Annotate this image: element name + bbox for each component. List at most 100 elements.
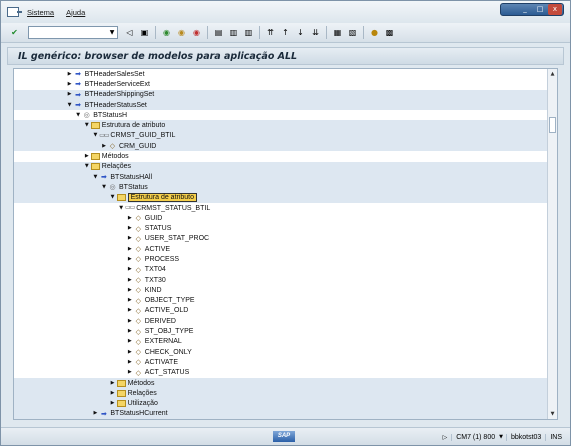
tree-node-label[interactable]: Utilização [127, 400, 158, 408]
status-expand-icon[interactable]: ▷ [442, 433, 448, 441]
tree-node[interactable]: ▼▭▭CRMST_STATUS_BTIL [14, 203, 547, 213]
expand-icon[interactable]: ▶ [127, 328, 132, 335]
expand-icon[interactable]: ▶ [127, 338, 132, 345]
tree-node-label[interactable]: Relações [101, 163, 131, 171]
tree-node-label[interactable]: Estrutura de atributo [101, 122, 166, 130]
maximize-button[interactable]: □ [536, 5, 544, 13]
tree-node[interactable]: ▼ Relações [14, 161, 547, 172]
tree-node-label[interactable]: BTHeaderServiceExt [84, 80, 150, 88]
tree-node[interactable]: ▼➡BTHeaderStatusSet [14, 99, 547, 111]
tree-node[interactable]: ▶ Relações [14, 388, 547, 399]
first-page-icon[interactable]: ⇈ [267, 28, 274, 37]
minimize-button[interactable]: _ [523, 5, 527, 13]
expand-icon[interactable]: ▶ [67, 80, 72, 87]
tree-node[interactable]: ▼◎BTStatus [14, 182, 547, 193]
tree-node[interactable]: ▶◇DERIVED [14, 316, 547, 326]
tree-node[interactable]: ▼▭▭CRMST_GUID_BTIL [14, 130, 547, 142]
expand-icon[interactable]: ▶ [127, 307, 132, 314]
expand-icon[interactable]: ▶ [127, 297, 132, 304]
tree-node[interactable]: ▶Utilização [14, 398, 547, 409]
collapse-icon[interactable]: ▼ [119, 204, 124, 211]
find-next-icon[interactable]: ▥ [244, 28, 253, 37]
system-info[interactable]: CM7 (1) 800 [451, 433, 499, 441]
tree-node[interactable]: ▶◇GUID [14, 213, 547, 223]
enter-check-icon[interactable]: ✔ [11, 28, 18, 37]
menu-item-sistema[interactable]: Sistema [27, 7, 55, 17]
command-field[interactable]: ▼ [28, 26, 118, 39]
expand-icon[interactable]: ▶ [102, 142, 106, 149]
expand-icon[interactable]: ▶ [127, 235, 132, 242]
chevron-down-icon[interactable]: ▼ [109, 29, 115, 36]
scroll-down-icon[interactable]: ▼ [550, 411, 555, 417]
chevron-down-icon[interactable]: ▼ [499, 434, 503, 440]
tree-node[interactable]: ▶◇KIND [14, 285, 547, 295]
tree-node[interactable]: ▶◇OBJECT_TYPE [14, 296, 547, 306]
tree-node-label[interactable]: Relações [127, 389, 157, 397]
tree-node[interactable]: ▼◎BTStatusH [14, 110, 547, 120]
tree-node[interactable]: ▶◇TXT04 [14, 265, 547, 275]
tree-node[interactable]: ▶➡BTHeaderShippingSet [14, 89, 547, 100]
close-button[interactable]: x [548, 4, 562, 15]
cancel-icon[interactable]: ◉ [193, 28, 200, 37]
tree-node-label[interactable]: KIND [144, 286, 162, 294]
tree-node[interactable]: ▶◇ACTIVE [14, 244, 547, 254]
tree-node[interactable]: ▶◇ACTIVATE [14, 357, 547, 367]
scroll-up-icon[interactable]: ▲ [550, 71, 555, 77]
tree-node[interactable]: ▶➡BTHeaderServiceExt [14, 79, 547, 89]
vertical-scrollbar[interactable]: ▲ ▼ [547, 69, 557, 419]
tree-node-label[interactable]: EXTERNAL [144, 338, 182, 346]
collapse-icon[interactable]: ▼ [76, 111, 81, 118]
tree-node[interactable]: ▶Métodos [14, 377, 547, 389]
tree-node[interactable]: ▶◇TXT30 [14, 275, 547, 285]
tree-node-label[interactable]: ACT_STATUS [144, 369, 190, 377]
expand-icon[interactable]: ▶ [127, 225, 132, 232]
expand-icon[interactable]: ▶ [127, 348, 132, 355]
exit-icon[interactable]: ◉ [178, 28, 185, 37]
collapse-icon[interactable]: ▼ [67, 101, 72, 108]
insert-mode[interactable]: INS [545, 433, 566, 441]
tree-node[interactable]: ▶◇ST_OBJ_TYPE [14, 326, 547, 336]
tree-node[interactable]: ▼Estrutura de atributo [14, 192, 547, 203]
tree-node-label[interactable]: BTStatusH [93, 111, 128, 119]
tree-node-label[interactable]: TXT04 [144, 266, 166, 274]
tree-node[interactable]: ▶◇USER_STAT_PROC [14, 234, 547, 244]
collapse-icon[interactable]: ▼ [110, 194, 115, 201]
system-menu-icon[interactable] [7, 7, 22, 17]
expand-icon[interactable]: ▶ [127, 358, 132, 365]
tree-node-label[interactable]: BTHeaderShippingSet [84, 91, 155, 99]
tree-node-label[interactable]: DERIVED [144, 317, 176, 325]
collapse-icon[interactable]: ▼ [102, 183, 106, 190]
collapse-icon[interactable]: ▼ [93, 173, 98, 180]
tree-node[interactable]: ▶◇CHECK_ONLY [14, 347, 547, 357]
previous-page-icon[interactable]: ↑ [282, 28, 289, 37]
next-page-icon[interactable]: ↓ [297, 28, 304, 37]
tree-node-label[interactable]: BTHeaderSalesSet [84, 70, 145, 78]
collapse-icon[interactable]: ▼ [84, 163, 89, 170]
tree-node-label[interactable]: CRMST_STATUS_BTIL [136, 204, 211, 212]
menu-item-ajuda[interactable]: Ajuda [66, 7, 86, 17]
expand-icon[interactable]: ▶ [127, 266, 132, 273]
expand-icon[interactable]: ▶ [127, 245, 132, 252]
expand-icon[interactable]: ▶ [93, 410, 98, 417]
print-icon[interactable]: ▤ [214, 28, 223, 37]
expand-icon[interactable]: ▶ [127, 369, 132, 376]
tree-node-label[interactable]: Métodos [101, 153, 129, 161]
tree-node[interactable]: ▶◇PROCESS [14, 254, 547, 264]
tree-node[interactable]: ▶➡BTStatusHCurrent [14, 408, 547, 419]
collapse-icon[interactable]: ▼ [93, 132, 98, 139]
tree-node-label[interactable]: ST_OBJ_TYPE [144, 328, 194, 336]
tree-node[interactable]: ▶Métodos [14, 151, 547, 161]
new-session-icon[interactable]: ▦ [333, 28, 342, 37]
tree-node-label[interactable]: BTHeaderStatusSet [84, 101, 147, 109]
expand-icon[interactable]: ▶ [127, 255, 132, 262]
tree-node-label[interactable]: BTStatus [119, 183, 148, 191]
tree-node[interactable]: ▼➡BTStatusHAll [14, 171, 547, 183]
tree-node-label[interactable]: PROCESS [144, 255, 180, 263]
expand-icon[interactable]: ▶ [110, 389, 115, 396]
back-arrow-icon[interactable]: ◁ [126, 28, 133, 37]
tree-node-label[interactable]: GUID [144, 214, 163, 222]
tree-node-label[interactable]: USER_STAT_PROC [144, 235, 210, 243]
tree-node[interactable]: ▼Estrutura de atributo [14, 120, 547, 131]
expand-icon[interactable]: ▶ [127, 276, 132, 283]
tree-node-label[interactable]: Métodos [127, 379, 155, 387]
